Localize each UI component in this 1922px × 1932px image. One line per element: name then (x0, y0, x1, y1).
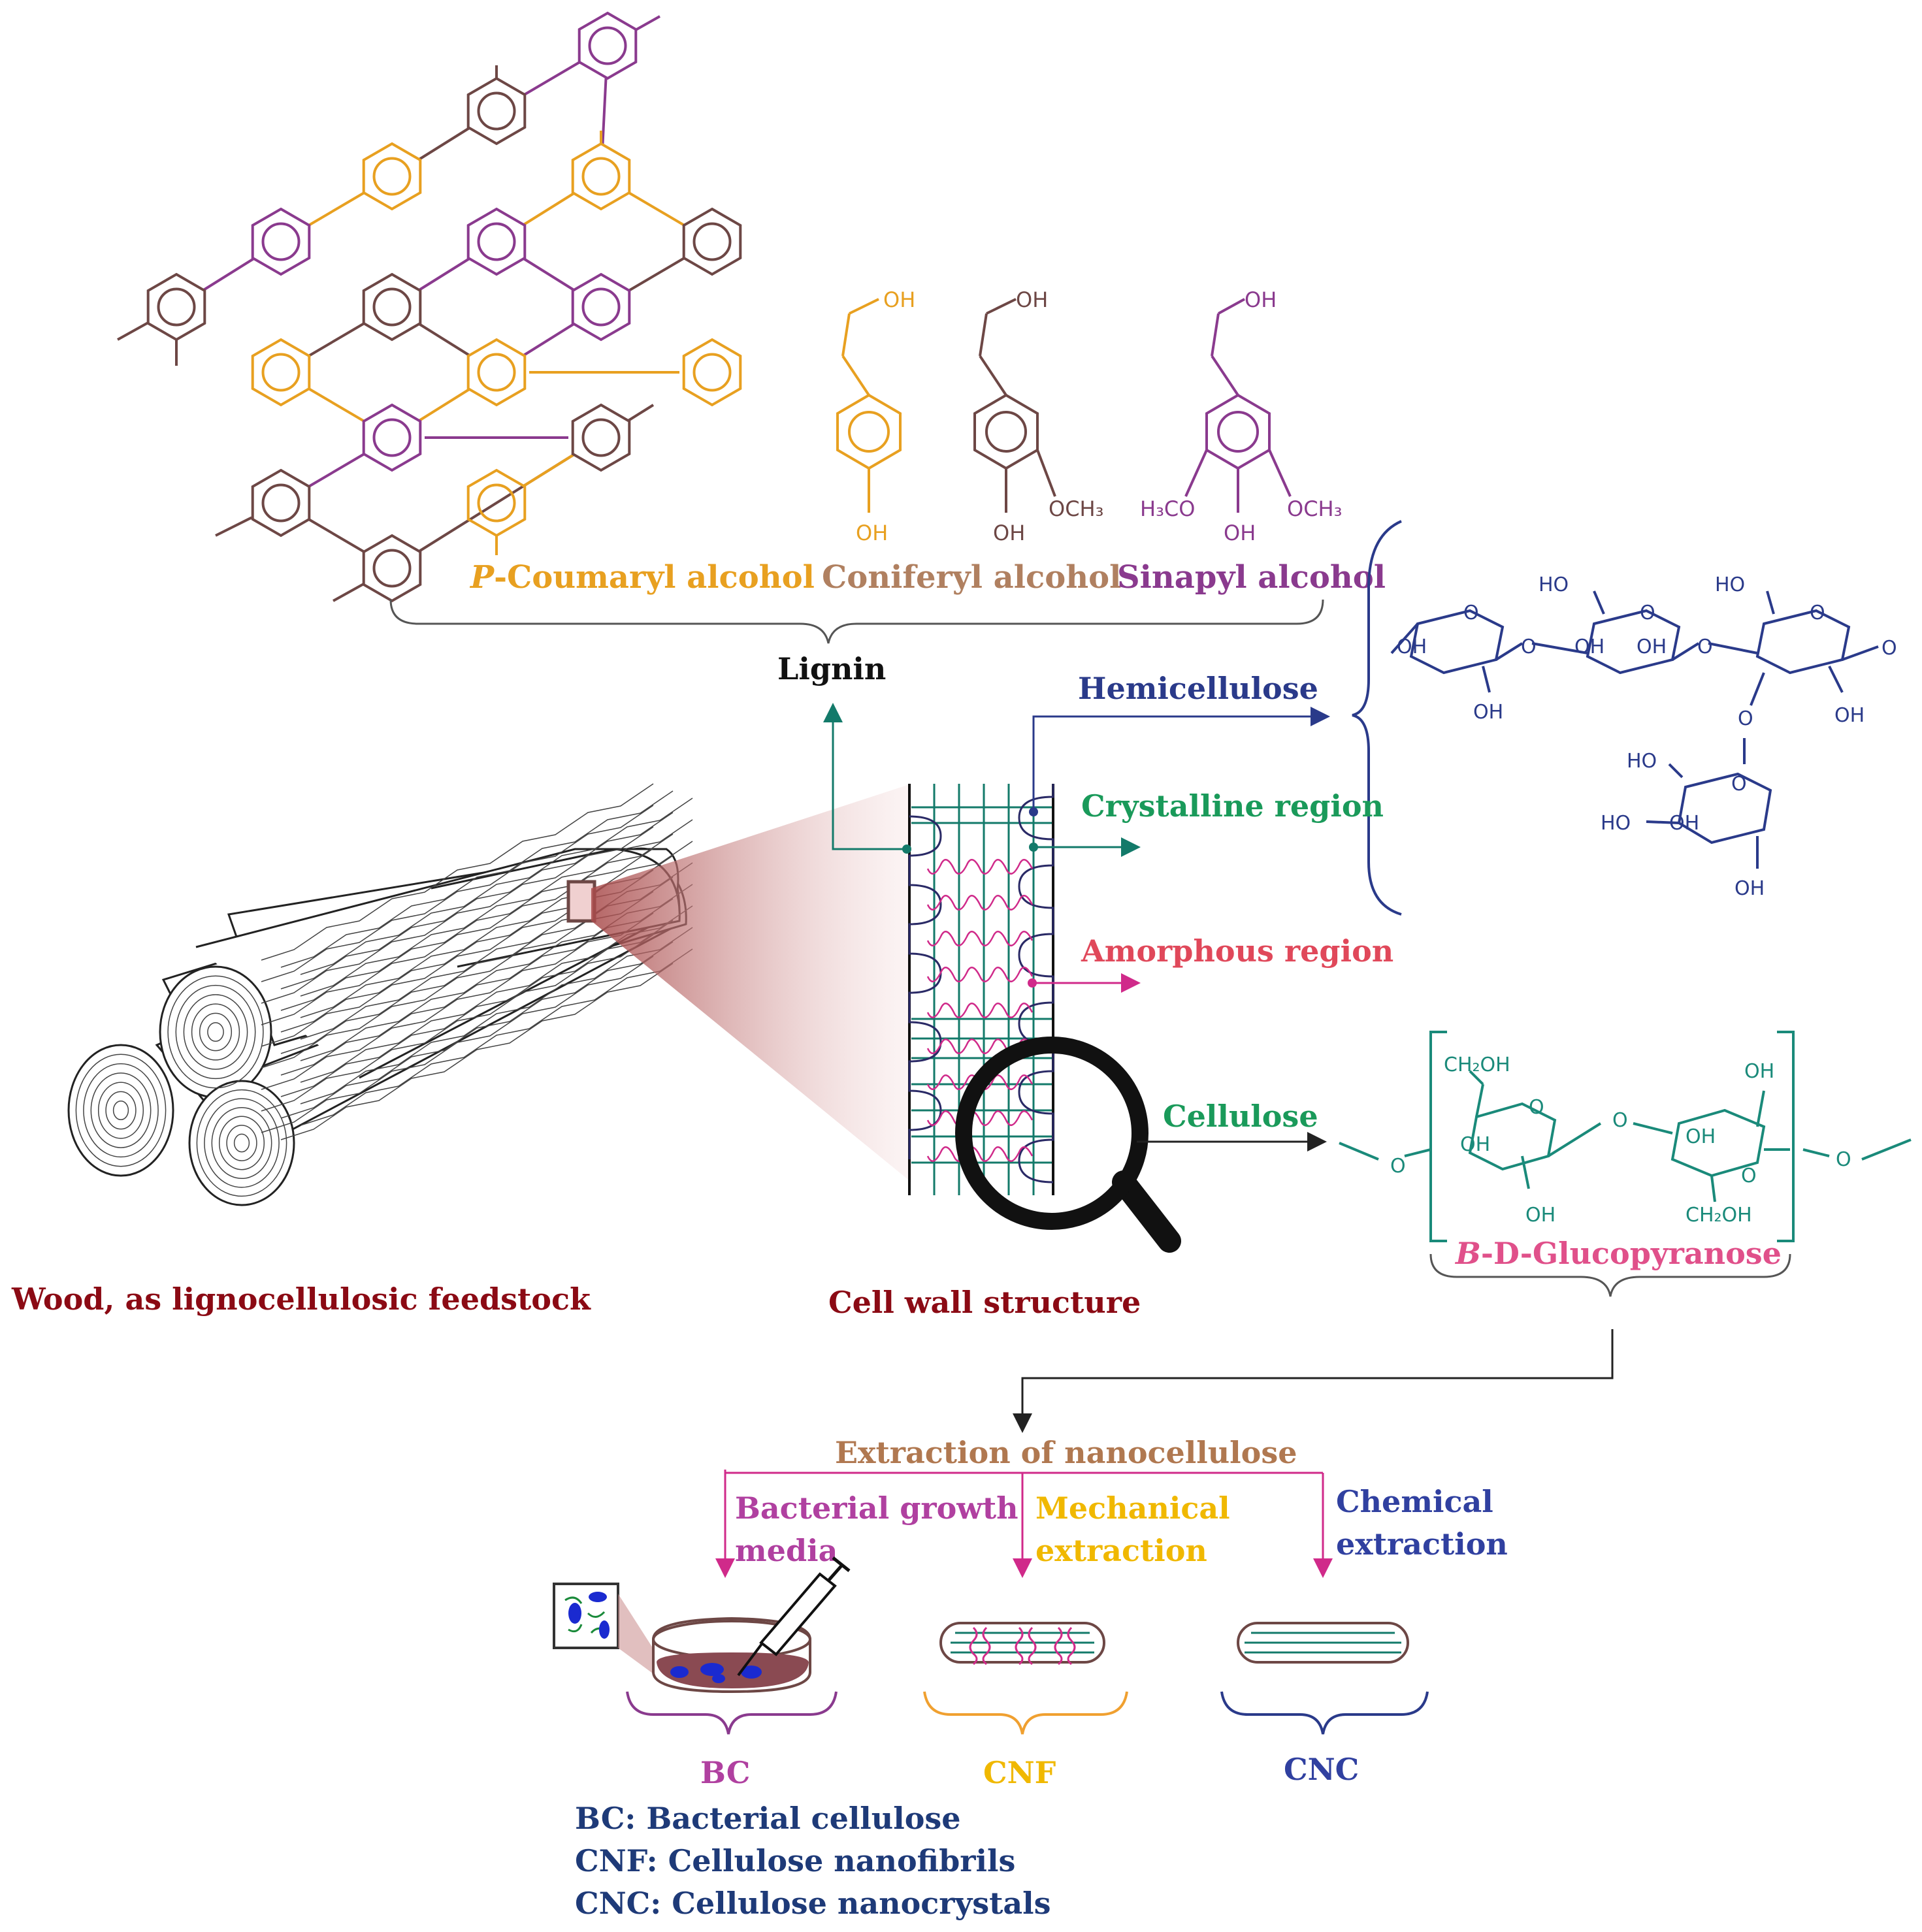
wood-sample-marker (566, 880, 596, 923)
sinapyl-h3co: H₃CO (1140, 496, 1195, 521)
coniferyl-oh-bottom: OH (993, 521, 1025, 545)
coniferyl-alcohol-structure: OH OH OCH₃ (973, 287, 1103, 545)
wood-grain (75, 783, 693, 1197)
cnf-brace (923, 1691, 1128, 1735)
glucopyranose-structure: O CH₂OH O OH OH O OH OH O CH₂OH O (1339, 1031, 1912, 1242)
hemi-ring2-oh2: OH (1637, 636, 1667, 658)
hemicellulose-label: Hemicellulose (1078, 671, 1318, 706)
hemi-ring4-ho: HO (1627, 750, 1657, 773)
hemi-link-o1: O (1521, 636, 1537, 658)
gluco-o-right: O (1836, 1148, 1851, 1171)
mechanical-label-line2: extraction (1035, 1533, 1207, 1568)
hemi-ring3-o: O (1810, 602, 1825, 624)
extraction-title: Extraction of nanocellulose (835, 1435, 1297, 1470)
hemi-ring3-oh: OH (1834, 704, 1865, 727)
hemicellulose-structure: O OH OH O HO O OH OH O HO O O OH O HO O … (1390, 573, 1897, 900)
gluco-ring2-oh: OH (1686, 1125, 1716, 1148)
legend-bc: BC: Bacterial cellulose (575, 1801, 961, 1836)
gluco-ring1-oh-bottom: OH (1525, 1204, 1556, 1227)
sinapyl-alcohol-label: Sinapyl alcohol (1117, 559, 1386, 596)
chemical-label-line2: extraction (1336, 1526, 1508, 1562)
glucopyranose-label: B-D-Glucopyranose (1454, 1236, 1782, 1271)
cnc-brace (1220, 1691, 1429, 1735)
coumaryl-oh-bottom: OH (856, 521, 888, 545)
gluco-ch2oh-2: CH₂OH (1686, 1204, 1752, 1227)
hemi-ring1-o: O (1463, 602, 1479, 624)
coumaryl-alcohol-label: P-Coumaryl alcohol (469, 559, 815, 596)
to-extraction-arrow (1013, 1329, 1614, 1433)
gluco-ring2-oh-top: OH (1744, 1060, 1774, 1083)
hemi-ring4-oh-bottom: OH (1735, 877, 1765, 900)
cnc-crystal-icon (1237, 1622, 1409, 1664)
sinapyl-och3: OCH₃ (1287, 496, 1342, 521)
legend-cnf: CNF: Cellulose nanofibrils (575, 1843, 1015, 1878)
lignin-polymer-network (117, 11, 742, 603)
hemi-link-o2: O (1697, 636, 1713, 658)
cell-wall-label: Cell wall structure (828, 1285, 1141, 1320)
gluco-o-left: O (1390, 1155, 1406, 1178)
cnf-fibril-icon (939, 1622, 1105, 1666)
gluco-ring1-oh: OH (1460, 1133, 1490, 1156)
sinapyl-oh-top: OH (1245, 287, 1277, 312)
magnification-beam (591, 784, 911, 1182)
syringe-icon (737, 1556, 851, 1677)
hemicellulose-arrow (1032, 707, 1330, 812)
hemi-ring2-oh1: OH (1574, 636, 1604, 658)
mechanical-label-line1: Mechanical (1035, 1490, 1230, 1526)
hemi-ring1-oh-bottom: OH (1473, 701, 1503, 724)
gluco-ch2oh-1: CH₂OH (1444, 1054, 1510, 1076)
lignin-label: Lignin (777, 651, 886, 686)
hemi-ring3-o-right: O (1881, 637, 1897, 660)
coumaryl-alcohol-structure: OH OH (836, 287, 915, 545)
cell-wall-structure (908, 784, 1054, 1195)
legend-cnc: CNC: Cellulose nanocrystals (575, 1886, 1051, 1921)
hemi-ring1-oh: OH (1397, 636, 1427, 658)
coniferyl-oh-top: OH (1016, 287, 1048, 312)
hemi-ring3-ho: HO (1715, 573, 1745, 596)
wood-label: Wood, as lignocellulosic feedstock (11, 1281, 591, 1317)
hemi-ring4-ho2: HO (1601, 812, 1631, 835)
amorphous-region-label: Amorphous region (1081, 933, 1393, 969)
gluco-ring1-o: O (1529, 1096, 1544, 1119)
bc-brace (626, 1691, 838, 1735)
cellulose-label: Cellulose (1163, 1099, 1318, 1134)
crystalline-region-label: Crystalline region (1081, 788, 1384, 824)
cnc-label: CNC (1284, 1752, 1359, 1787)
hemi-ring2-o: O (1640, 602, 1655, 624)
lignin-arrow (823, 703, 907, 850)
coniferyl-alcohol-label: Coniferyl alcohol (822, 559, 1121, 596)
bc-label: BC (700, 1755, 750, 1790)
gluco-ring2-o: O (1741, 1165, 1757, 1187)
magnifying-glass-icon (955, 1037, 1181, 1253)
coniferyl-och3: OCH₃ (1049, 496, 1103, 521)
coumaryl-oh-top: OH (883, 287, 915, 312)
hemi-ring4-o: O (1731, 773, 1747, 796)
lignin-brace (389, 599, 1324, 644)
sinapyl-alcohol-structure: OH OH OCH₃ H₃CO (1140, 287, 1342, 545)
bacterial-label-line2: media (735, 1533, 838, 1568)
sinapyl-oh-bottom: OH (1224, 521, 1256, 545)
hemi-ring4-oh: OH (1669, 812, 1699, 835)
hemi-link-o3: O (1738, 707, 1753, 730)
bacterial-label-line1: Bacterial growth (735, 1490, 1018, 1526)
chemical-label-line1: Chemical (1336, 1484, 1493, 1519)
glucopyranose-brace (1429, 1253, 1791, 1297)
hemicellulose-brace (1352, 520, 1402, 916)
cnf-label: CNF (983, 1755, 1056, 1790)
hemi-ring2-ho: HO (1539, 573, 1569, 596)
gluco-o-middle: O (1612, 1109, 1628, 1132)
